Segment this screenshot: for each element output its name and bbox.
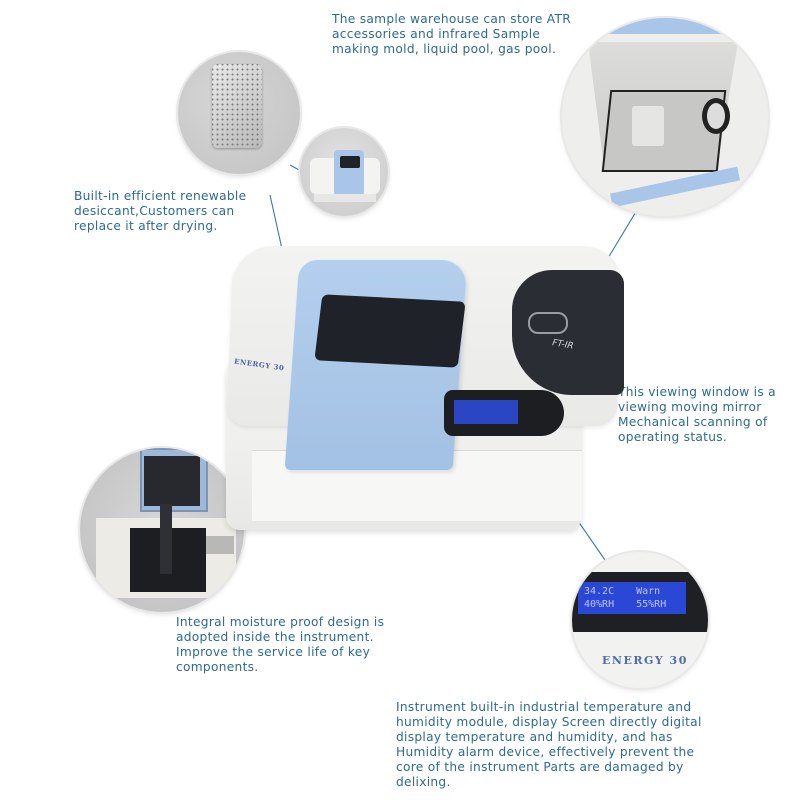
callout-desiccant: Built-in efficient renewable desiccant,C… [74,189,247,233]
lid-viewing-window [314,294,466,368]
desiccant-plate-detail-image [178,52,300,174]
perforated-plate [212,64,262,148]
callout-humidity-module: Instrument built-in industrial temperatu… [396,700,702,789]
lcd-closeup-detail-image: 34.2C Warn 40%RH 55%RH ENERGY 30 [572,552,708,688]
lcd-temperature: 34.2C [584,586,615,597]
sample-warehouse-detail-image [562,18,768,216]
model-label-closeup: ENERGY 30 [602,654,688,667]
callout-moisture-proof: Integral moisture proof design is adopte… [176,615,385,674]
moisture-proof-interior-detail-image [80,448,244,612]
callout-sample-warehouse: The sample warehouse can store ATR acces… [332,12,571,56]
instrument-side-detail-image [300,128,388,216]
lcd-humidity: 40%RH [584,599,615,610]
power-indicator-ring[interactable] [528,312,568,334]
callout-viewing-window: This viewing window is a viewing moving … [618,385,776,444]
port-ring [702,98,730,134]
lcd-screen [454,400,518,424]
ftir-spectrometer-main: FT-IR ENERGY 30 [222,240,624,560]
lcd-threshold: 55%RH [636,599,667,610]
lcd-status: Warn [636,586,661,597]
lcd-closeup-screen: 34.2C Warn 40%RH 55%RH [578,582,686,614]
control-panel [512,270,624,395]
